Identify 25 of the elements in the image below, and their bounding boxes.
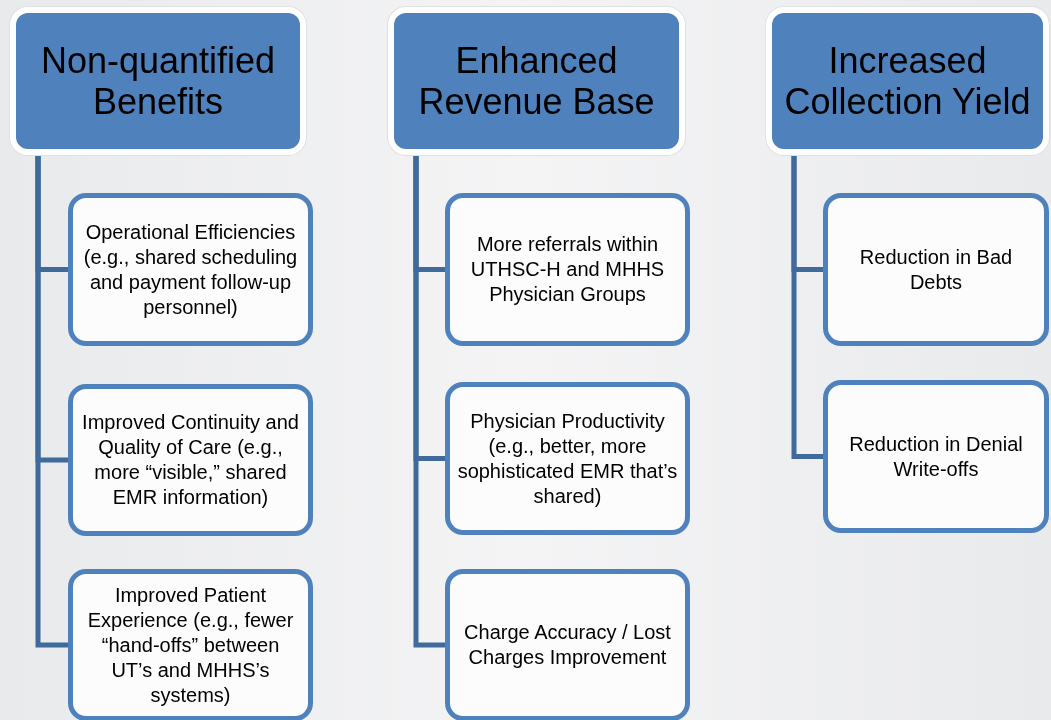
item-text: Physician Productivity (e.g., better, more sophisticated EMR that’s shared): [456, 408, 679, 509]
connector-line: [413, 155, 445, 648]
item-text: Reduction in Denial Write-offs: [848, 431, 1024, 482]
category-title: Increased Collection Yield: [783, 40, 1032, 122]
connector-line: [35, 155, 68, 648]
item-text: More referrals within UTHSC-H and MHHS Physician Groups: [469, 232, 666, 307]
category-box: [388, 7, 685, 155]
category-title: Enhanced Revenue Base: [417, 40, 656, 122]
connector-line: [791, 155, 823, 459]
category-box: [766, 7, 1049, 155]
item-box: [823, 193, 1049, 346]
item-box: [445, 193, 690, 346]
category-box: [10, 7, 306, 155]
item-text: Reduction in Bad Debts: [858, 244, 1014, 295]
item-box: [445, 382, 690, 535]
item-text: Operational Efficiencies (e.g., shared scheduling and payment follow-up personnel): [82, 219, 299, 320]
item-box: [68, 569, 313, 720]
item-text: Improved Continuity and Quality of Care (e.g., more “visible,” shared EMR information): [81, 410, 300, 510]
item-box: [68, 384, 313, 536]
item-box: [823, 380, 1049, 533]
item-text: Charge Accuracy / Lost Charges Improvement: [463, 620, 672, 670]
item-box: [445, 569, 690, 720]
item-text: Improved Patient Experience (e.g., fewer “hand-offs” between UT’s and MHHS’s systems): [86, 582, 295, 708]
item-box: [68, 193, 313, 346]
category-title: Non-quantified Benefits: [39, 40, 277, 122]
